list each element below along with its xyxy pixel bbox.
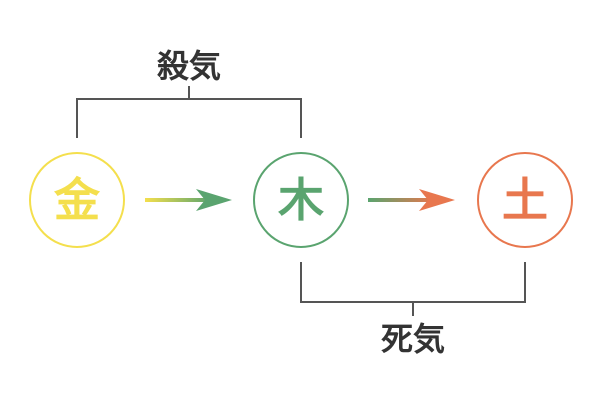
- killing-qi-bracket: [76, 86, 302, 138]
- arrow-wood-to-earth: [368, 189, 455, 211]
- element-char-metal: 金: [53, 173, 101, 227]
- dying-qi-label: 死気: [381, 320, 445, 358]
- element-ring-metal: [29, 152, 125, 248]
- killing-qi-label: 殺気: [157, 47, 221, 85]
- element-ring-wood: [253, 152, 349, 248]
- element-char-wood: 木: [278, 173, 324, 227]
- element-node-metal: 金: [29, 152, 125, 248]
- element-node-wood: 木: [253, 152, 349, 248]
- arrow-metal-to-wood: [145, 189, 232, 211]
- element-char-earth: 土: [502, 173, 548, 227]
- element-ring-earth: [477, 152, 573, 248]
- element-node-earth: 土: [477, 152, 573, 248]
- dying-qi-bracket: [300, 262, 526, 316]
